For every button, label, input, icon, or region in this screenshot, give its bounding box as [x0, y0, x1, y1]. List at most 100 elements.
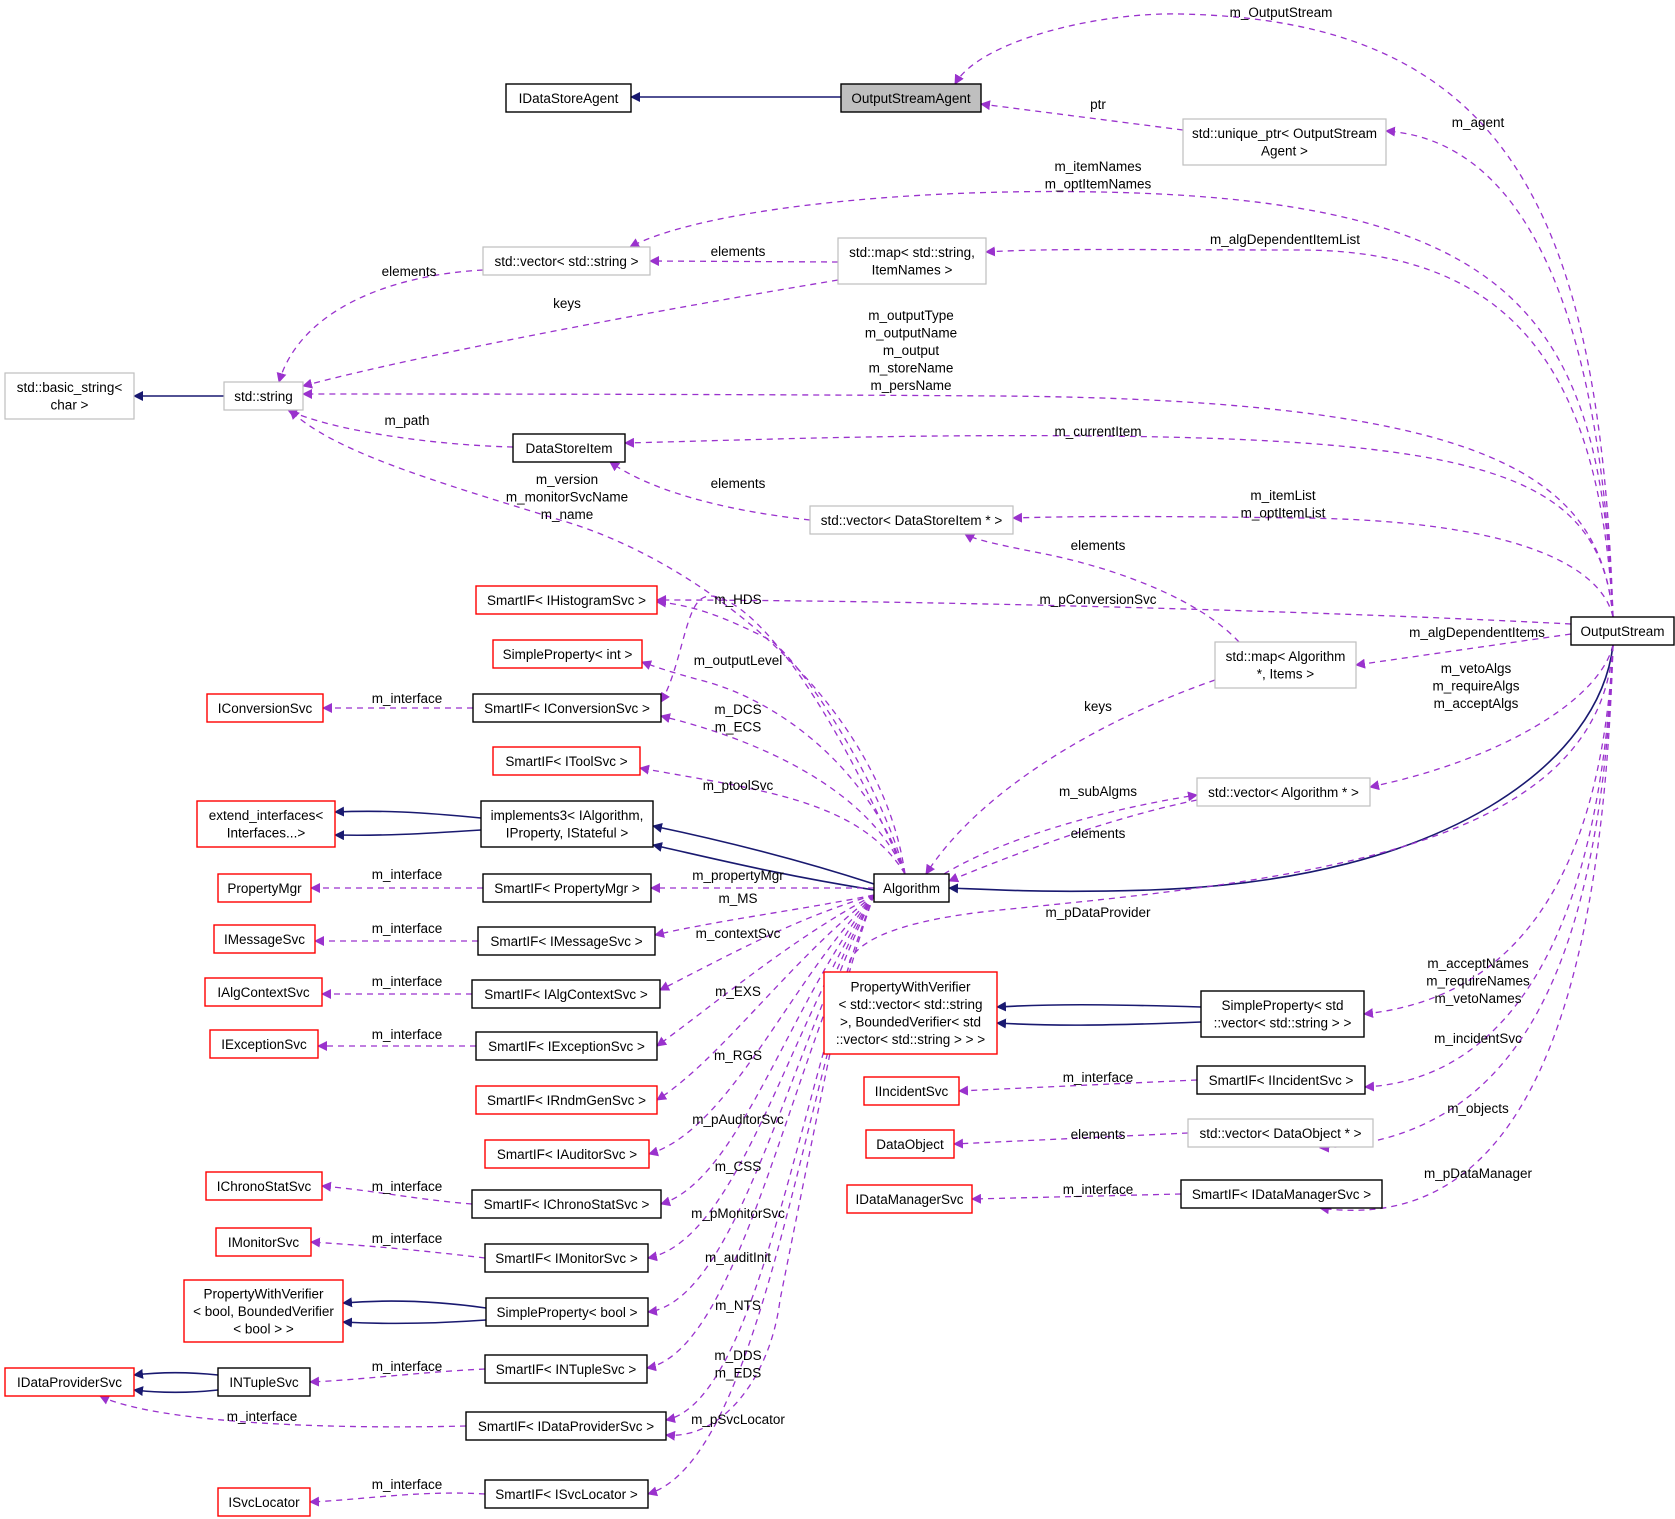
node-map-string-itemnames[interactable]: std::map< std::string,ItemNames >: [837, 237, 987, 285]
edge-label-m-interface-pm: m_interface: [372, 867, 443, 882]
node-smartif-iconversionsvc[interactable]: SmartIF< IConversionSvc >: [472, 693, 662, 723]
node-vector-algorithm[interactable]: std::vector< Algorithm * >: [1196, 777, 1371, 807]
edge-label-m-agent: m_agent: [1452, 115, 1505, 130]
node-label: SmartIF< PropertyMgr >: [494, 881, 640, 896]
node-box: [505, 83, 632, 113]
node-outputstreamagent[interactable]: OutputStreamAgent: [840, 83, 982, 113]
node-smartif-iincidentsvc[interactable]: SmartIF< IIncidentSvc >: [1196, 1065, 1366, 1095]
node-smartif-imonitorsvc[interactable]: SmartIF< IMonitorSvc >: [484, 1243, 649, 1273]
node-vector-string[interactable]: std::vector< std::string >: [482, 246, 651, 276]
node-label: std::vector< Algorithm * >: [1208, 785, 1359, 800]
node-smartif-ichronostatsvc[interactable]: SmartIF< IChronoStatSvc >: [471, 1189, 662, 1219]
node-smartif-iexceptionsvc[interactable]: SmartIF< IExceptionSvc >: [475, 1031, 658, 1061]
node-smartif-intuplesvc[interactable]: SmartIF< INTupleSvc >: [484, 1354, 648, 1384]
node-box: [1182, 118, 1387, 166]
node-intuplesvc[interactable]: INTupleSvc: [217, 1367, 311, 1397]
node-pwv-bool[interactable]: PropertyWithVerifier< bool, BoundedVerif…: [183, 1279, 344, 1343]
node-simpleproperty-bool[interactable]: SimpleProperty< bool >: [485, 1297, 649, 1327]
node-map-algorithm-items[interactable]: std::map< Algorithm*, Items >: [1214, 641, 1357, 689]
usage-edge-e29: [660, 595, 906, 875]
node-smartif-idataprovidersvc[interactable]: SmartIF< IDataProviderSvc >: [465, 1411, 667, 1441]
node-box: [475, 1085, 658, 1115]
edge-label-m-interface-dm: m_interface: [1063, 1182, 1134, 1197]
node-box: [477, 926, 656, 956]
node-pwv-vector-string[interactable]: PropertyWithVerifier< std::vector< std::…: [823, 971, 998, 1055]
node-label: SmartIF< IHistogramSvc >: [487, 593, 646, 608]
node-box: [471, 979, 661, 1009]
node-smartif-irndmgensvc[interactable]: SmartIF< IRndmGenSvc >: [475, 1085, 658, 1115]
node-outputstream[interactable]: OutputStream: [1570, 616, 1675, 646]
node-propertymgr[interactable]: PropertyMgr: [217, 873, 312, 903]
usage-edge-e67: [99, 1395, 467, 1428]
node-smartif-propertymgr[interactable]: SmartIF< PropertyMgr >: [482, 873, 652, 903]
node-smartif-ihistogramsvc[interactable]: SmartIF< IHistogramSvc >: [475, 585, 658, 615]
node-idataprovidersvc[interactable]: IDataProviderSvc: [4, 1367, 135, 1397]
node-iconversionsvc[interactable]: IConversionSvc: [206, 693, 324, 723]
usage-edge-e5: [629, 190, 1614, 618]
node-box: [213, 924, 316, 954]
node-box: [492, 639, 643, 669]
edge-label-m-ptoolsvc: m_ptoolSvc: [703, 778, 774, 793]
node-smartif-isvclocator[interactable]: SmartIF< ISvcLocator >: [484, 1479, 649, 1509]
node-label: OutputStream: [1580, 624, 1664, 639]
node-ialgcontextsvc[interactable]: IAlgContextSvc: [204, 977, 323, 1007]
node-label: std::vector< DataStoreItem * >: [821, 513, 1003, 528]
node-datastoreitem[interactable]: DataStoreItem: [512, 433, 626, 463]
node-smartif-ialgcontextsvc[interactable]: SmartIF< IAlgContextSvc >: [471, 979, 661, 1009]
node-smartif-itoolsvc[interactable]: SmartIF< IToolSvc >: [492, 746, 641, 776]
node-imessagesvc[interactable]: IMessageSvc: [213, 924, 316, 954]
node-dataobject[interactable]: DataObject: [865, 1129, 955, 1159]
node-vector-dataobject[interactable]: std::vector< DataObject * >: [1187, 1118, 1374, 1148]
inheritance-edge-e42: [996, 1001, 1202, 1012]
node-std-string[interactable]: std::string: [223, 381, 304, 411]
node-simpleproperty-vector-string[interactable]: SimpleProperty< std::vector< std::string…: [1200, 990, 1365, 1038]
node-ichronostatsvc[interactable]: IChronoStatSvc: [205, 1171, 323, 1201]
usage-edge-e20: [1369, 644, 1614, 791]
node-algorithm[interactable]: Algorithm: [873, 873, 950, 903]
usage-edge-e52: [648, 894, 875, 1157]
node-smartif-iauditorsvc[interactable]: SmartIF< IAuditorSvc >: [484, 1139, 650, 1169]
node-iincidentsvc[interactable]: IIncidentSvc: [863, 1076, 960, 1106]
node-label: INTupleSvc: [229, 1375, 299, 1390]
node-label: std::string: [234, 389, 293, 404]
node-vector-datastoreitem[interactable]: std::vector< DataStoreItem * >: [809, 505, 1014, 535]
node-basic-string[interactable]: std::basic_string<char >: [4, 372, 135, 420]
node-smartif-idatamanagersvc[interactable]: SmartIF< IDataManagerSvc >: [1180, 1179, 1383, 1209]
usage-edge-e17: [964, 533, 1240, 643]
node-smartif-imessagesvc[interactable]: SmartIF< IMessageSvc >: [477, 926, 656, 956]
node-label: SmartIF< ISvcLocator >: [495, 1487, 638, 1502]
node-label: SmartIF< IIncidentSvc >: [1209, 1073, 1354, 1088]
edge-label-elements-dsi: elements: [711, 476, 766, 491]
usage-edge-e57: [647, 894, 875, 1262]
usage-edge-e69: [309, 1492, 486, 1507]
usage-edge-e15: [289, 409, 906, 875]
node-box: [1180, 1179, 1383, 1209]
node-idatamanagersvc[interactable]: IDataManagerSvc: [846, 1184, 973, 1214]
node-simpleproperty-int[interactable]: SimpleProperty< int >: [492, 639, 643, 669]
node-imonitorsvc[interactable]: IMonitorSvc: [215, 1227, 312, 1257]
node-iexceptionsvc[interactable]: IExceptionSvc: [209, 1029, 319, 1059]
usage-edge-e59: [647, 894, 875, 1316]
node-isvclocator[interactable]: ISvcLocator: [217, 1487, 311, 1517]
edge-label-m-outputstream: m_OutputStream: [1230, 5, 1333, 20]
usage-edge-e18: [656, 595, 1572, 625]
node-box: [217, 1367, 311, 1397]
usage-edge-e55: [660, 894, 875, 1207]
node-implements3[interactable]: implements3< IAlgorithm,IProperty, IStat…: [480, 800, 654, 848]
usage-edge-e25: [641, 660, 906, 875]
edge-label-elements-do: elements: [1071, 1127, 1126, 1142]
node-idatastoreagent[interactable]: IDataStoreAgent: [505, 83, 632, 113]
node-label: std::vector< std::string >: [494, 254, 638, 269]
usage-edge-e2: [954, 13, 1614, 618]
node-label: SimpleProperty< int >: [503, 647, 633, 662]
node-extend-interfaces[interactable]: extend_interfaces<Interfaces...>: [196, 800, 336, 848]
node-label: OutputStreamAgent: [851, 91, 971, 106]
edge-label-m-rgs: m_RGS: [714, 1048, 762, 1063]
node-box: [823, 971, 998, 1055]
edge-label-m-exs: m_EXS: [715, 984, 761, 999]
